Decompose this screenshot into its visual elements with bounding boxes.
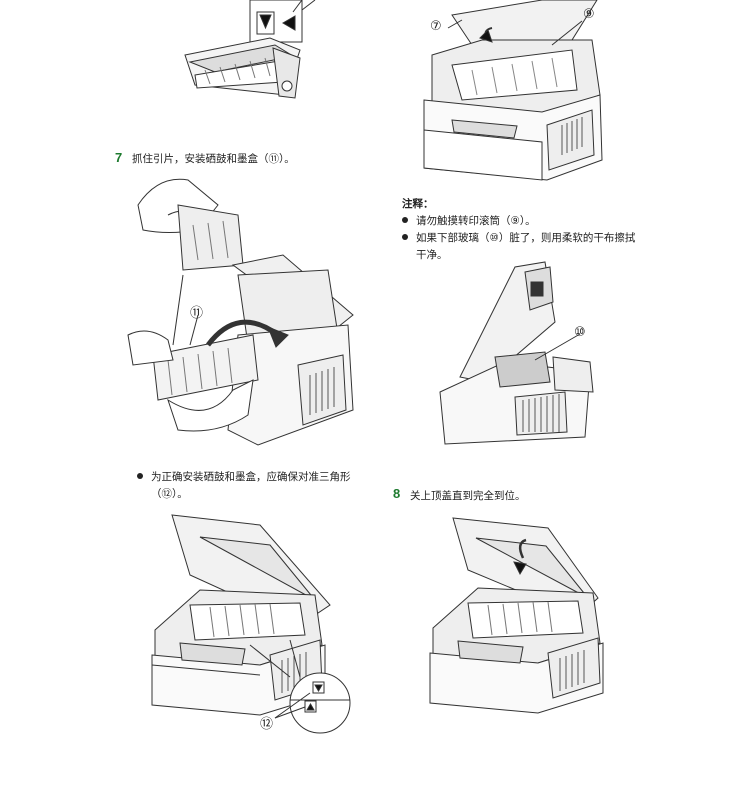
step-7-bullet-text: 为正确安装硒鼓和墨盒，应确保对准三角形 xyxy=(151,471,351,483)
note-block: 注释： 请勿触摸转印滚筒（⑨）。 如果下部玻璃（⑩）脏了，则用柔软的干布擦拭 干… xyxy=(402,196,635,262)
bullet-dot xyxy=(402,234,408,240)
printer-triangle-alignment-illustration xyxy=(151,514,351,734)
bullet-dot xyxy=(402,217,408,223)
note-item-2: 如果下部玻璃（⑩）脏了，则用柔软的干布擦拭 xyxy=(416,232,636,244)
callout-9: ⑨ xyxy=(583,7,595,22)
printer-lower-glass-illustration xyxy=(439,261,594,445)
step-7-bullet: 为正确安装硒鼓和墨盒，应确保对准三角形 （⑫）。 xyxy=(137,469,351,501)
install-drum-cartridge-illustration xyxy=(127,178,354,446)
bullet-dot xyxy=(137,473,143,479)
drum-unit-triangle-illustration xyxy=(184,0,316,99)
step-8-number: 8 xyxy=(393,486,401,501)
callout-10: ⑩ xyxy=(574,325,586,340)
callout-11: ⑪ xyxy=(190,306,204,321)
step-7-text: 抓住引片，安装硒鼓和墨盒（⑪）。 xyxy=(132,153,295,165)
step-7-bullet-cont: （⑫）。 xyxy=(151,488,188,500)
callout-12: ⑫ xyxy=(260,717,274,732)
callout-7: ⑦ xyxy=(430,19,442,34)
step-8-text: 关上顶盖直到完全到位。 xyxy=(410,490,526,502)
note-item-1: 请勿触摸转印滚筒（⑨）。 xyxy=(416,215,536,227)
note-item-2-cont: 干净。 xyxy=(416,249,448,261)
note-title: 注释： xyxy=(402,198,434,210)
printer-close-lid-illustration xyxy=(429,517,604,714)
printer-open-top-illustration xyxy=(423,0,603,181)
step-7-number: 7 xyxy=(115,150,123,165)
